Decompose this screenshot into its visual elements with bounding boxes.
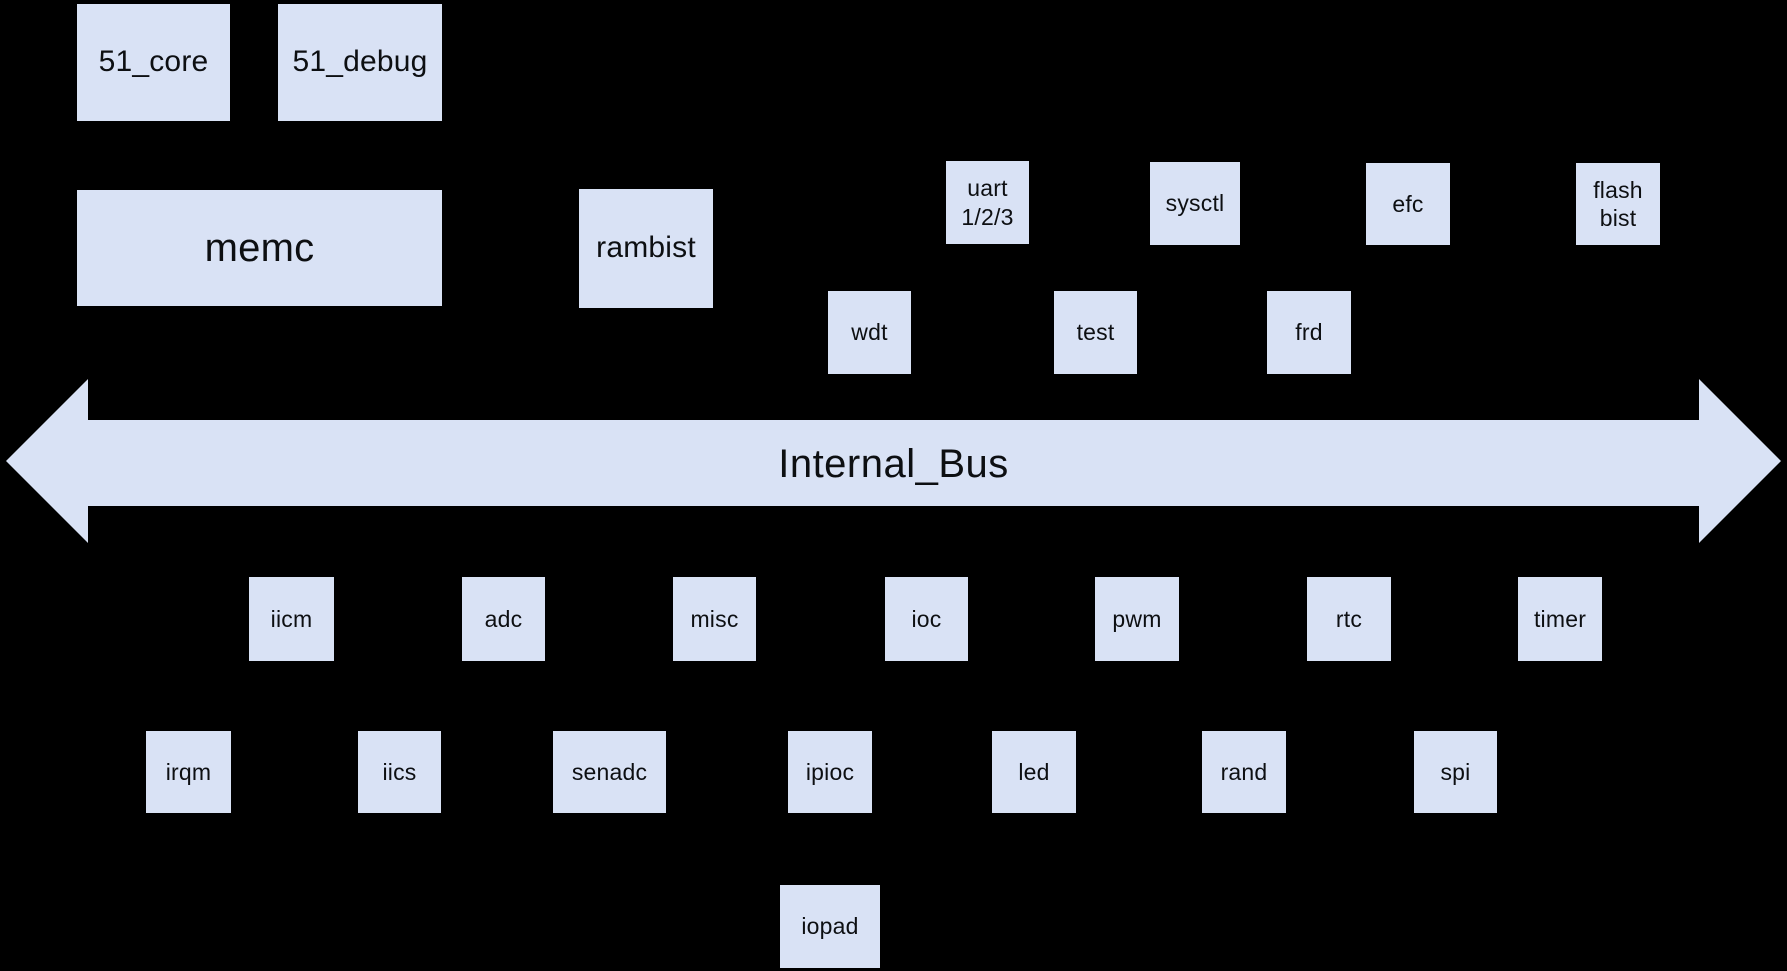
block-iopad: iopad [780,885,880,968]
block-51-core: 51_core [77,4,230,121]
block-uart123: uart 1/2/3 [946,161,1029,244]
block-rambist: rambist [579,189,713,308]
block-efc: efc [1366,163,1450,245]
block-test: test [1054,291,1137,374]
block-51-debug: 51_debug [278,4,442,121]
block-sysctl: sysctl [1150,162,1240,245]
block-led: led [992,731,1076,813]
block-wdt: wdt [828,291,911,374]
block-flash-bist: flash bist [1576,163,1660,245]
block-frd: frd [1267,291,1351,374]
block-ioc: ioc [885,577,968,661]
block-timer: timer [1518,577,1602,661]
block-ipioc: ipioc [788,731,872,813]
block-misc: misc [673,577,756,661]
block-rtc: rtc [1307,577,1391,661]
block-irqm: irqm [146,731,231,813]
internal-bus-label: Internal_Bus [778,441,1009,486]
block-senadc: senadc [553,731,666,813]
block-memc: memc [77,190,442,306]
block-adc: adc [462,577,545,661]
block-pwm: pwm [1095,577,1179,661]
block-iicm: iicm [249,577,334,661]
block-spi: spi [1414,731,1497,813]
block-rand: rand [1202,731,1286,813]
block-iics: iics [358,731,441,813]
internal-bus-arrow: Internal_Bus [6,379,1781,543]
